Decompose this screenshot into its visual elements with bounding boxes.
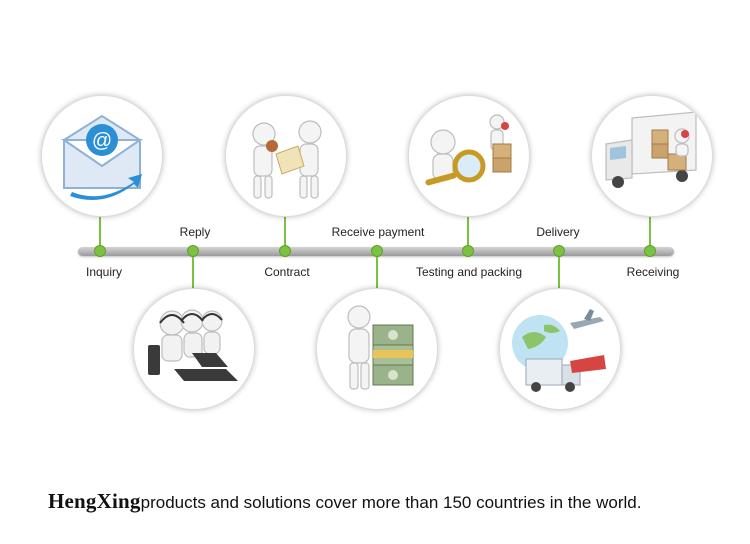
handshake-contract-icon [252, 120, 322, 199]
step-delivery-image [499, 288, 621, 410]
node-contract [279, 245, 291, 257]
node-reply [187, 245, 199, 257]
step-testing-packing-image [408, 95, 530, 217]
connector-delivery [558, 252, 560, 290]
node-testing-packing [462, 245, 474, 257]
connector-inquiry [99, 213, 101, 249]
connector-receive-payment [376, 252, 378, 290]
delivery-truck-icon [605, 111, 697, 188]
brand-name: HengXing [48, 489, 141, 513]
money-stack-icon [347, 305, 414, 390]
svg-text:@: @ [92, 130, 112, 152]
step-label-delivery: Delivery [536, 225, 580, 239]
step-contract-image [225, 95, 347, 217]
connector-testing-packing [467, 213, 469, 249]
globe-transport-icon [512, 309, 606, 392]
step-label-contract: Contract [264, 265, 310, 279]
step-label-receive-payment: Receive payment [331, 225, 425, 239]
footer-statement: HengXingproducts and solutions cover mor… [48, 489, 641, 514]
node-inquiry [94, 245, 106, 257]
step-label-inquiry: Inquiry [85, 265, 123, 279]
connector-contract [284, 213, 286, 249]
step-receiving-image [591, 95, 713, 217]
node-receive-payment [371, 245, 383, 257]
step-label-receiving: Receiving [626, 265, 680, 279]
step-label-testing-packing: Testing and packing [415, 265, 523, 279]
node-delivery [553, 245, 565, 257]
connector-reply [192, 252, 194, 290]
step-reply-image [133, 288, 255, 410]
step-receive-payment-image [316, 288, 438, 410]
connector-receiving [649, 213, 651, 249]
step-label-reply: Reply [179, 225, 211, 239]
node-receiving [644, 245, 656, 257]
magnifier-inspection-icon [425, 114, 512, 186]
email-icon: @ [60, 114, 144, 200]
call-center-icon [148, 309, 238, 381]
footer-tagline: products and solutions cover more than 1… [140, 493, 642, 512]
step-inquiry-image: @ [41, 95, 163, 217]
